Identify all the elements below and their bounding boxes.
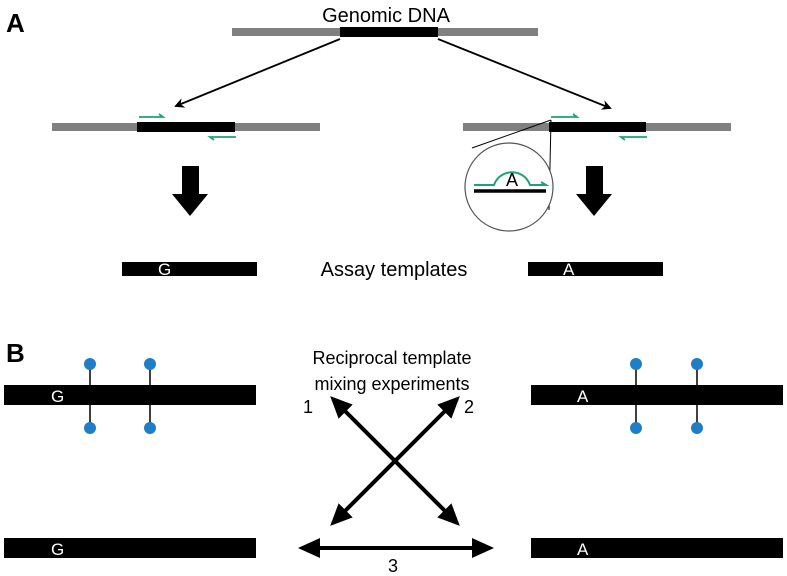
genomic-dna-strand: [232, 27, 538, 37]
arrow-2-label: 2: [464, 397, 474, 417]
crossing-arrow-2: [330, 396, 460, 526]
arrow-3-label: 3: [388, 556, 398, 576]
assay-template-a-label: A: [563, 260, 575, 279]
assay-template-g-label: G: [158, 260, 171, 279]
split-arrow-right: [437, 38, 612, 110]
forward-primer-left: [139, 113, 166, 118]
template-a-bottom: [531, 538, 783, 558]
template-g-top: [4, 385, 256, 405]
down-arrow-left-icon: [172, 166, 208, 216]
template-g-bottom-label: G: [51, 540, 64, 559]
template-a-top-label: A: [577, 387, 589, 406]
assay-templates-label: Assay templates: [321, 259, 468, 281]
split-arrow-left: [174, 38, 341, 108]
panel-b-letter: B: [6, 338, 25, 368]
template-a-bottom-label: A: [577, 540, 589, 559]
probe-pair-top-left: [84, 358, 156, 434]
reverse-primer-left: [207, 136, 236, 141]
template-a-top: [531, 385, 783, 405]
mixing-title-line2: mixing experiments: [314, 374, 469, 394]
probe-pair-top-right: [630, 358, 703, 434]
template-g-bottom: [4, 538, 256, 558]
mismatch-magnifier: [464, 119, 554, 232]
down-arrow-right-icon: [576, 166, 612, 216]
arrow-1-label: 1: [303, 397, 313, 417]
mixing-title-line1: Reciprocal template: [312, 348, 471, 368]
panel-a-letter: A: [6, 8, 25, 38]
assay-template-g: [122, 262, 257, 276]
genomic-dna-label: Genomic DNA: [322, 5, 450, 27]
right-amplicon: [463, 122, 731, 132]
mismatch-base-label: A: [506, 170, 518, 190]
assay-template-a: [528, 262, 663, 276]
forward-primer-right: [551, 113, 580, 118]
left-amplicon: [52, 122, 320, 132]
template-g-top-label: G: [51, 387, 64, 406]
reverse-primer-right: [618, 136, 647, 141]
